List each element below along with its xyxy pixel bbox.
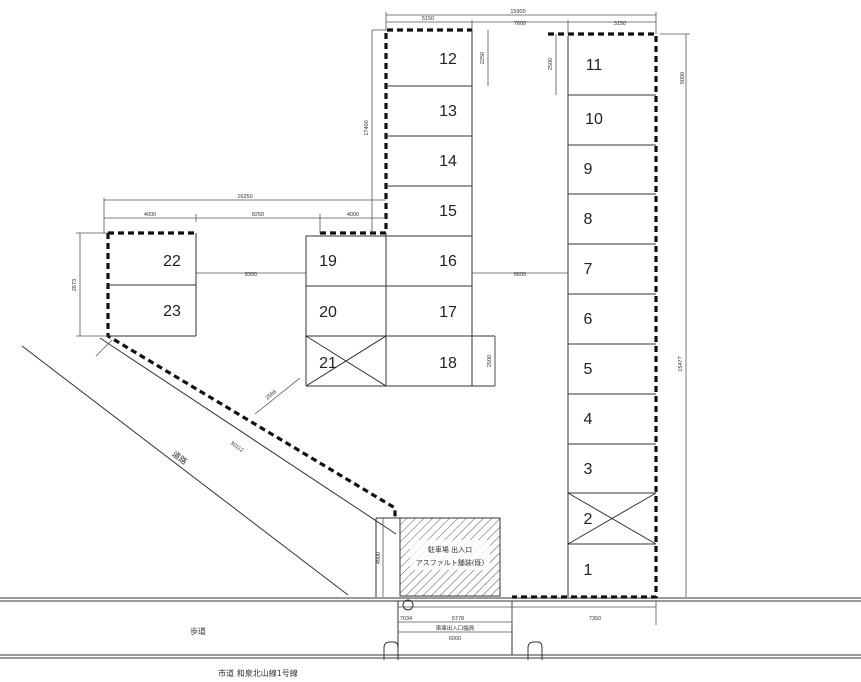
slot-23: 23: [163, 303, 181, 320]
slot-3: 3: [584, 461, 593, 478]
dim-11: 2500: [548, 58, 554, 70]
slot-1: 1: [584, 562, 593, 579]
slot-18: 18: [439, 355, 457, 372]
dimension-lines: [76, 12, 690, 633]
slot-numbers: 1 2 3 4 5 6 7 8 9 10 11 12 13 14 15 16 1…: [163, 51, 603, 579]
slot-14: 14: [439, 153, 457, 170]
road-lines: [0, 597, 861, 660]
slot-column-right: [567, 36, 657, 597]
dim-top-total: 15900: [510, 9, 525, 15]
slot-16: 16: [439, 253, 457, 270]
slot-7: 7: [584, 261, 593, 278]
slot-8: 8: [584, 211, 593, 228]
dim-22-19: 8300: [245, 272, 257, 278]
dim-12: 2250: [480, 52, 486, 64]
slot-10: 10: [585, 111, 603, 128]
dim-bottom-label: 車庫出入口幅員: [436, 624, 475, 632]
dim-left-total: 16250: [237, 194, 252, 200]
slot-20: 20: [319, 304, 337, 321]
dim-total-right: 15477: [678, 356, 684, 371]
dim-18: 2500: [487, 355, 493, 367]
dim-16-7: 5600: [514, 272, 526, 278]
dim-left-c: 4000: [347, 212, 359, 218]
dimension-text: 15900 5150 7600 3150 16250 4000 8250 400…: [72, 9, 686, 642]
dim-left-a: 4000: [144, 212, 156, 218]
slot-column-left: [108, 233, 197, 337]
slot-9: 9: [584, 161, 593, 178]
slot-21: 21: [319, 355, 337, 372]
entrance-area: 駐車場 出入口 アスファルト舗装(既): [375, 517, 501, 597]
dim-bottom-b: 5778: [452, 616, 464, 622]
entrance-label-2: アスファルト舗装(既): [416, 558, 485, 567]
slot-12: 12: [439, 51, 457, 68]
dim-top-left: 5150: [422, 16, 434, 22]
dim-bottom-c: 7350: [589, 616, 601, 622]
dim-diag-off: 2586: [265, 389, 278, 401]
slot-19: 19: [319, 253, 337, 270]
slot-5: 5: [584, 361, 593, 378]
slot-17: 17: [439, 304, 457, 321]
dim-bottom-a: 7034: [400, 616, 412, 622]
entrance-marker: [402, 599, 414, 611]
dim-top-mid: 7600: [514, 21, 526, 27]
dim-top-right: 3150: [614, 21, 626, 27]
slot-15: 15: [439, 203, 457, 220]
site-boundary: [106, 28, 658, 599]
city-road-label: 市道 和泉北山線1号線: [218, 668, 298, 678]
dim-right: 5000: [680, 72, 686, 84]
sidewalk-label: 歩道: [190, 626, 206, 636]
dim-left-b: 8250: [252, 212, 264, 218]
slot-4: 4: [584, 411, 593, 428]
dim-left-col: 17400: [364, 120, 370, 135]
road-label-diagonal: 道路: [170, 449, 189, 467]
slot-13: 13: [439, 103, 457, 120]
diagonal-road: [21, 337, 397, 596]
slot-2: 2: [584, 511, 593, 528]
slot-6: 6: [584, 311, 593, 328]
entrance-label-1: 駐車場 出入口: [428, 545, 472, 554]
slot-11: 11: [586, 57, 603, 74]
dim-entrance: 4900: [376, 552, 382, 564]
slot-column-left-middle: [305, 235, 387, 387]
dim-22: 2673: [72, 279, 78, 291]
dim-bottom-d: 6000: [449, 636, 461, 642]
slot-22: 22: [163, 253, 181, 270]
dim-diag-road: 30112: [229, 440, 245, 454]
